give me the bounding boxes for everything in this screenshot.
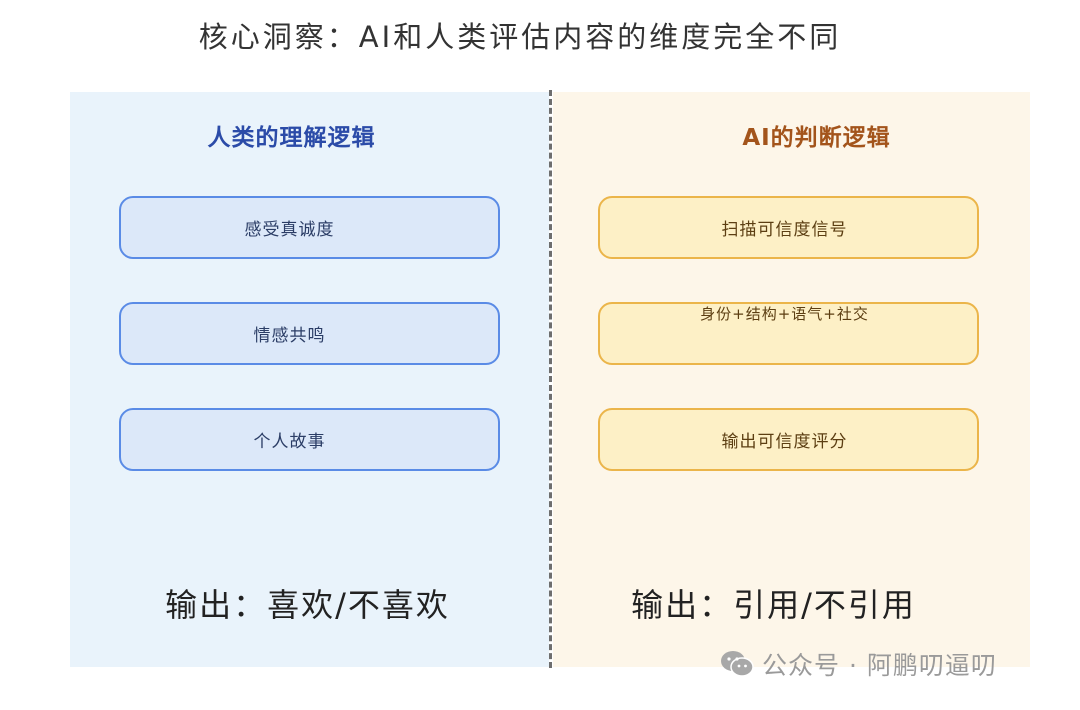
page-title: 核心洞察：AI和人类评估内容的维度完全不同 (198, 20, 842, 54)
human-panel-title: 人类的理解逻辑 (207, 125, 376, 151)
human-logic-panel: 人类的理解逻辑 感受真诚度 情感共鸣 个人故事 输出：喜欢/不喜欢 (70, 92, 549, 667)
human-output: 输出：喜欢/不喜欢 (165, 586, 450, 624)
ai-output: 输出：引用/不引用 (631, 586, 916, 624)
dashed-divider (549, 90, 552, 668)
ai-item-box: 身份+结构+语气+社交 (598, 302, 979, 365)
ai-logic-panel: AI的判断逻辑 扫描可信度信号 身份+结构+语气+社交 输出可信度评分 输出：引… (553, 92, 1030, 667)
watermark-text: 公众号 · 阿鹏叨逼叨 (762, 651, 997, 680)
ai-item-box: 扫描可信度信号 (598, 196, 979, 259)
human-item-box: 情感共鸣 (119, 302, 500, 365)
human-item-label: 感受真诚度 (244, 220, 335, 240)
ai-item-label: 输出可信度评分 (721, 432, 848, 452)
human-item-label: 个人故事 (253, 432, 326, 452)
ai-item-label: 身份+结构+语气+社交 (700, 305, 869, 323)
human-item-box: 个人故事 (119, 408, 500, 471)
ai-panel-title: AI的判断逻辑 (742, 125, 891, 151)
ai-item-label: 扫描可信度信号 (721, 220, 848, 240)
human-item-box: 感受真诚度 (119, 196, 500, 259)
wechat-icon (721, 651, 754, 677)
ai-item-box: 输出可信度评分 (598, 408, 979, 471)
watermark: 公众号 · 阿鹏叨逼叨 (720, 646, 997, 682)
human-item-label: 情感共鸣 (253, 326, 326, 346)
